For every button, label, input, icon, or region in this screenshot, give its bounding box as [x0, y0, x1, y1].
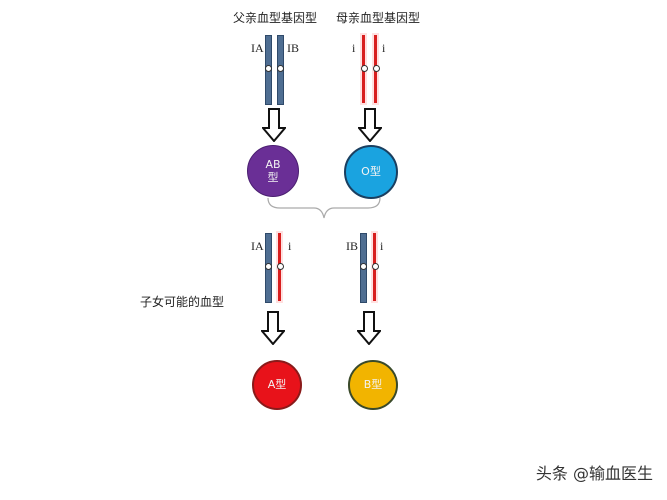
- offspring-a-type-label: A型: [267, 378, 287, 392]
- father-allele-ia: IA: [251, 41, 264, 55]
- mother-allele-i-right: i: [382, 41, 386, 55]
- watermark-text: 头条 @输血医生: [535, 464, 653, 483]
- father-centromere-right: [277, 65, 284, 72]
- mother-phenotype-label: O型: [361, 165, 381, 179]
- father-phenotype-label: AB 型: [265, 157, 281, 184]
- combination-brace: [267, 197, 381, 219]
- offspring-right-allele-i: i: [380, 239, 384, 253]
- offspring-right-centromere-red: [372, 263, 379, 270]
- mother-down-arrow-icon: [358, 108, 382, 142]
- mother-allele-i-left: i: [352, 41, 356, 55]
- offspring-a-type-circle: A型: [252, 360, 302, 410]
- offspring-left-centromere-blue: [265, 263, 272, 270]
- offspring-right-allele-ib: IB: [346, 239, 358, 253]
- father-centromere-left: [265, 65, 272, 72]
- offspring-b-type-label: B型: [363, 378, 383, 392]
- father-phenotype-circle: AB 型: [247, 145, 299, 197]
- offspring-left-allele-i: i: [288, 239, 292, 253]
- offspring-right-centromere-blue: [360, 263, 367, 270]
- mother-centromere-left: [361, 65, 368, 72]
- offspring-right-down-arrow-icon: [357, 311, 381, 345]
- offspring-left-allele-ia: IA: [251, 239, 264, 253]
- offspring-left-down-arrow-icon: [261, 311, 285, 345]
- mother-centromere-right: [373, 65, 380, 72]
- father-allele-ib: IB: [287, 41, 299, 55]
- offspring-left-centromere-red: [277, 263, 284, 270]
- offspring-possible-types-label: 子女可能的血型: [140, 295, 225, 309]
- mother-genotype-title: 母亲血型基因型: [336, 11, 421, 25]
- father-down-arrow-icon: [262, 108, 286, 142]
- offspring-b-type-circle: B型: [348, 360, 398, 410]
- mother-phenotype-circle: O型: [344, 145, 398, 199]
- father-genotype-title: 父亲血型基因型: [233, 11, 318, 25]
